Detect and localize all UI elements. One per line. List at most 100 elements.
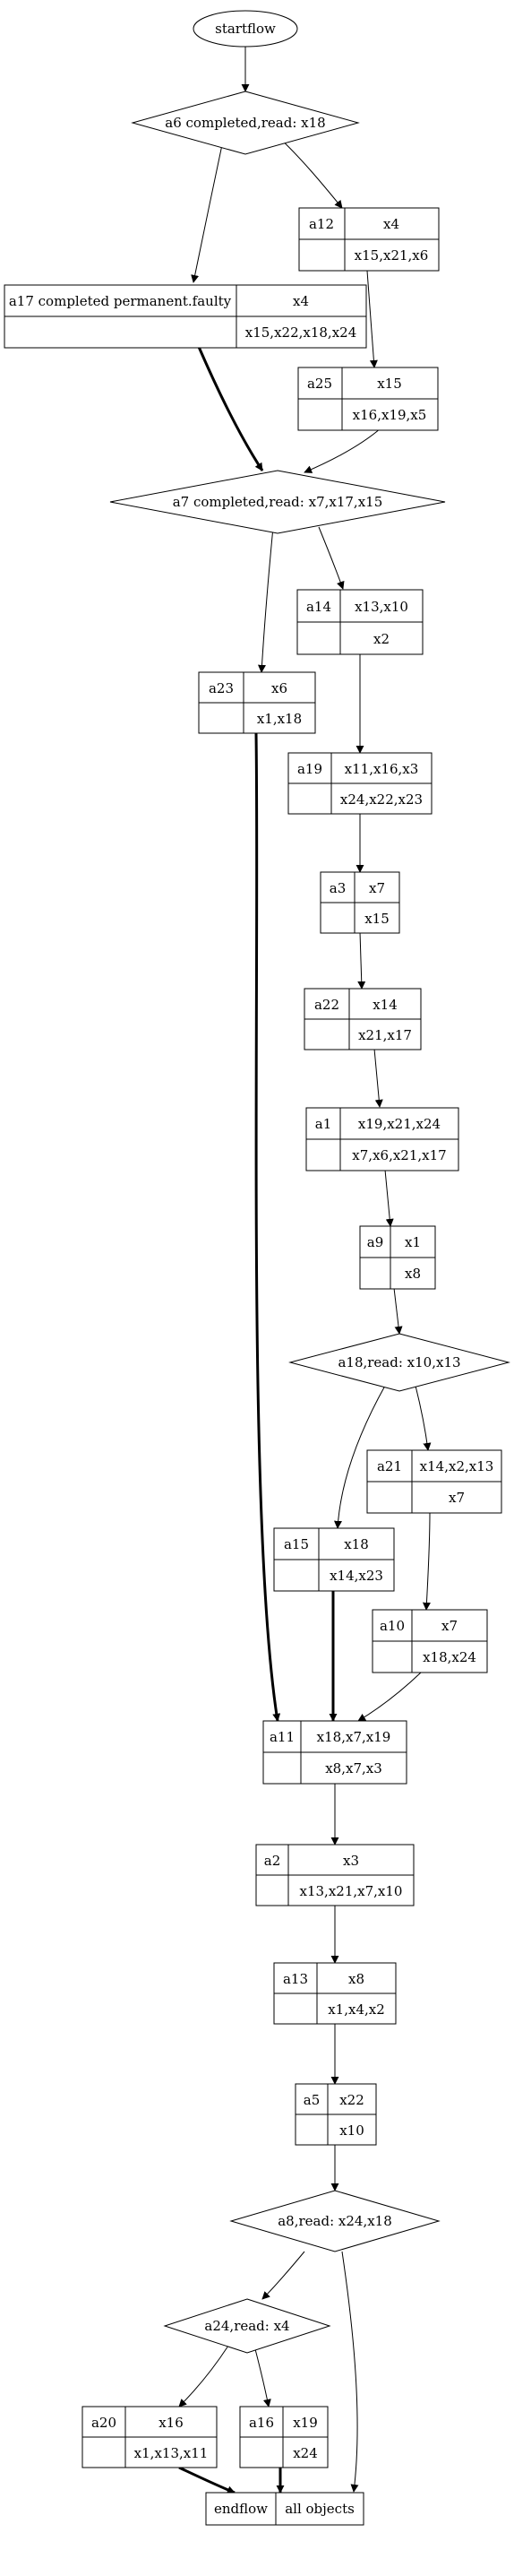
task-a16: a16 x19 x24	[239, 2406, 329, 2468]
task-a22-id: a22	[314, 997, 339, 1013]
task-a9-id: a9	[367, 1234, 384, 1250]
task-a19: a19 x11,x16,x3 x24,x22,x23	[287, 752, 433, 815]
task-a22-bottom: x21,x17	[358, 1027, 412, 1043]
startflow-node: startflow	[193, 10, 298, 48]
edges	[178, 47, 432, 2494]
decision-a7: a7 completed,read: x7,x17,x15	[109, 470, 446, 534]
task-a21-bottom: x7	[449, 1490, 465, 1506]
task-a12-bottom: x15,x21,x6	[355, 247, 429, 264]
task-a13-id: a13	[283, 1971, 308, 1987]
decision-a7-label: a7 completed,read: x7,x17,x15	[173, 494, 383, 510]
task-a11-bottom: x8,x7,x3	[325, 1760, 382, 1776]
task-a19-bottom: x24,x22,x23	[340, 791, 423, 808]
edge-a3-a22	[357, 931, 366, 990]
decision-a6: a6 completed,read: x18	[131, 91, 360, 155]
task-a15-bottom: x14,x23	[330, 1568, 383, 1584]
task-a22-top: x14	[373, 997, 398, 1013]
task-a2: a2 x3 x13,x21,x7,x10	[255, 1844, 415, 1906]
task-a11-id: a11	[270, 1729, 295, 1745]
task-a14-id: a14	[306, 599, 331, 615]
decision-a18-label: a18,read: x10,x13	[338, 1354, 460, 1370]
task-a21: a21 x14,x2,x13 x7	[366, 1449, 502, 1514]
task-a12-id: a12	[309, 216, 334, 232]
task-a22: a22 x14 x21,x17	[304, 988, 422, 1050]
task-a20: a20 x16 x1,x13,x11	[81, 2406, 218, 2468]
task-a15-id: a15	[284, 1536, 309, 1552]
edge-a9-a18	[393, 1287, 403, 1335]
edge-a8-a24	[261, 2251, 305, 2300]
task-a2-id: a2	[264, 1853, 281, 1869]
task-a25-top: x15	[377, 376, 402, 392]
task-a12-top: x4	[383, 216, 399, 232]
task-a3-id: a3	[330, 880, 347, 896]
task-a12: a12 x4 x15,x21,x6	[298, 207, 440, 272]
task-a16-bottom: x24	[293, 2445, 318, 2461]
task-a20-bottom: x1,x13,x11	[134, 2445, 209, 2461]
task-a23-id: a23	[209, 680, 234, 696]
task-a23-bottom: x1,x18	[257, 711, 302, 727]
task-a2-bottom: x13,x21,x7,x10	[300, 1883, 403, 1899]
startflow-label: startflow	[215, 21, 276, 37]
edge-a8-endflow	[341, 2251, 359, 2493]
task-a10: a10 x7 x18,x24	[372, 1609, 488, 1673]
task-a5-id: a5	[304, 2092, 321, 2108]
task-a15-top: x18	[344, 1536, 369, 1552]
task-a2-top: x3	[343, 1853, 359, 1869]
edge-a25-a7	[304, 428, 381, 473]
edge-a24-a16	[253, 2345, 271, 2407]
edge-a23-a11	[254, 732, 281, 1722]
task-a11-top: x18,x7,x19	[317, 1729, 391, 1745]
decision-a18: a18,read: x10,x13	[288, 1333, 510, 1392]
task-a14-top: x13,x10	[355, 599, 408, 615]
task-a19-top: x11,x16,x3	[345, 761, 419, 777]
task-a9: a9 x1 x8	[359, 1225, 436, 1290]
edge-a21-a10	[422, 1511, 431, 1611]
task-a13-bottom: x1,x4,x2	[328, 2001, 385, 2018]
task-a20-id: a20	[91, 2415, 116, 2431]
task-a3-top: x7	[369, 880, 385, 896]
task-a13-top: x8	[348, 1971, 364, 1987]
task-a20-top: x16	[158, 2415, 184, 2431]
task-a1-bottom: x7,x6,x21,x17	[352, 1147, 446, 1163]
task-a17-top: x4	[293, 293, 309, 309]
endflow-node: endflow all objects	[205, 2492, 364, 2526]
task-a17: a17 completed permanent.faulty x4 x15,x2…	[4, 284, 367, 349]
edge-a18-a15	[333, 1385, 386, 1529]
edge-a20-endflow	[178, 2466, 236, 2494]
edge-a17-a7	[197, 346, 264, 471]
task-a13: a13 x8 x1,x4,x2	[273, 1962, 397, 2025]
task-a17-bottom: x15,x22,x18,x24	[245, 324, 357, 341]
edge-a1-a9	[384, 1169, 394, 1227]
task-a25-id: a25	[307, 376, 332, 392]
task-a23: a23 x6 x1,x18	[198, 671, 316, 734]
task-a10-top: x7	[441, 1618, 458, 1634]
task-a10-bottom: x18,x24	[423, 1649, 476, 1665]
edge-a7-a23	[257, 526, 274, 673]
task-a21-top: x14,x2,x13	[420, 1458, 494, 1474]
endflow-all-objects-label: all objects	[285, 2501, 355, 2517]
edge-a22-a1	[373, 1048, 383, 1108]
edge-a10-a11	[357, 1672, 422, 1722]
task-a5-top: x22	[339, 2092, 364, 2108]
task-a14: a14 x13,x10 x2	[296, 589, 424, 655]
edge-a6-a17	[191, 135, 225, 283]
task-a5-bottom: x10	[339, 2122, 364, 2139]
task-a3-bottom: x15	[364, 911, 390, 927]
task-a25: a25 x15 x16,x19,x5	[297, 367, 439, 431]
decision-a8: a8,read: x24,x18	[229, 2190, 441, 2252]
task-a21-id: a21	[377, 1458, 402, 1474]
task-a9-top: x1	[405, 1234, 421, 1250]
task-a15: a15 x18 x14,x23	[273, 1527, 395, 1592]
decision-a8-label: a8,read: x24,x18	[278, 2213, 392, 2229]
task-a11: a11 x18,x7,x19 x8,x7,x3	[262, 1720, 407, 1785]
task-a25-bottom: x16,x19,x5	[353, 407, 427, 423]
task-a5: a5 x22 x10	[295, 2083, 377, 2146]
edge-a12-a25	[366, 270, 378, 368]
task-a16-id: a16	[249, 2415, 274, 2431]
task-a19-id: a19	[297, 761, 322, 777]
task-a16-top: x19	[293, 2415, 318, 2431]
decision-a6-label: a6 completed,read: x18	[165, 115, 325, 131]
task-a17-id: a17 completed permanent.faulty	[9, 293, 232, 309]
edge-a24-a20	[178, 2345, 229, 2407]
